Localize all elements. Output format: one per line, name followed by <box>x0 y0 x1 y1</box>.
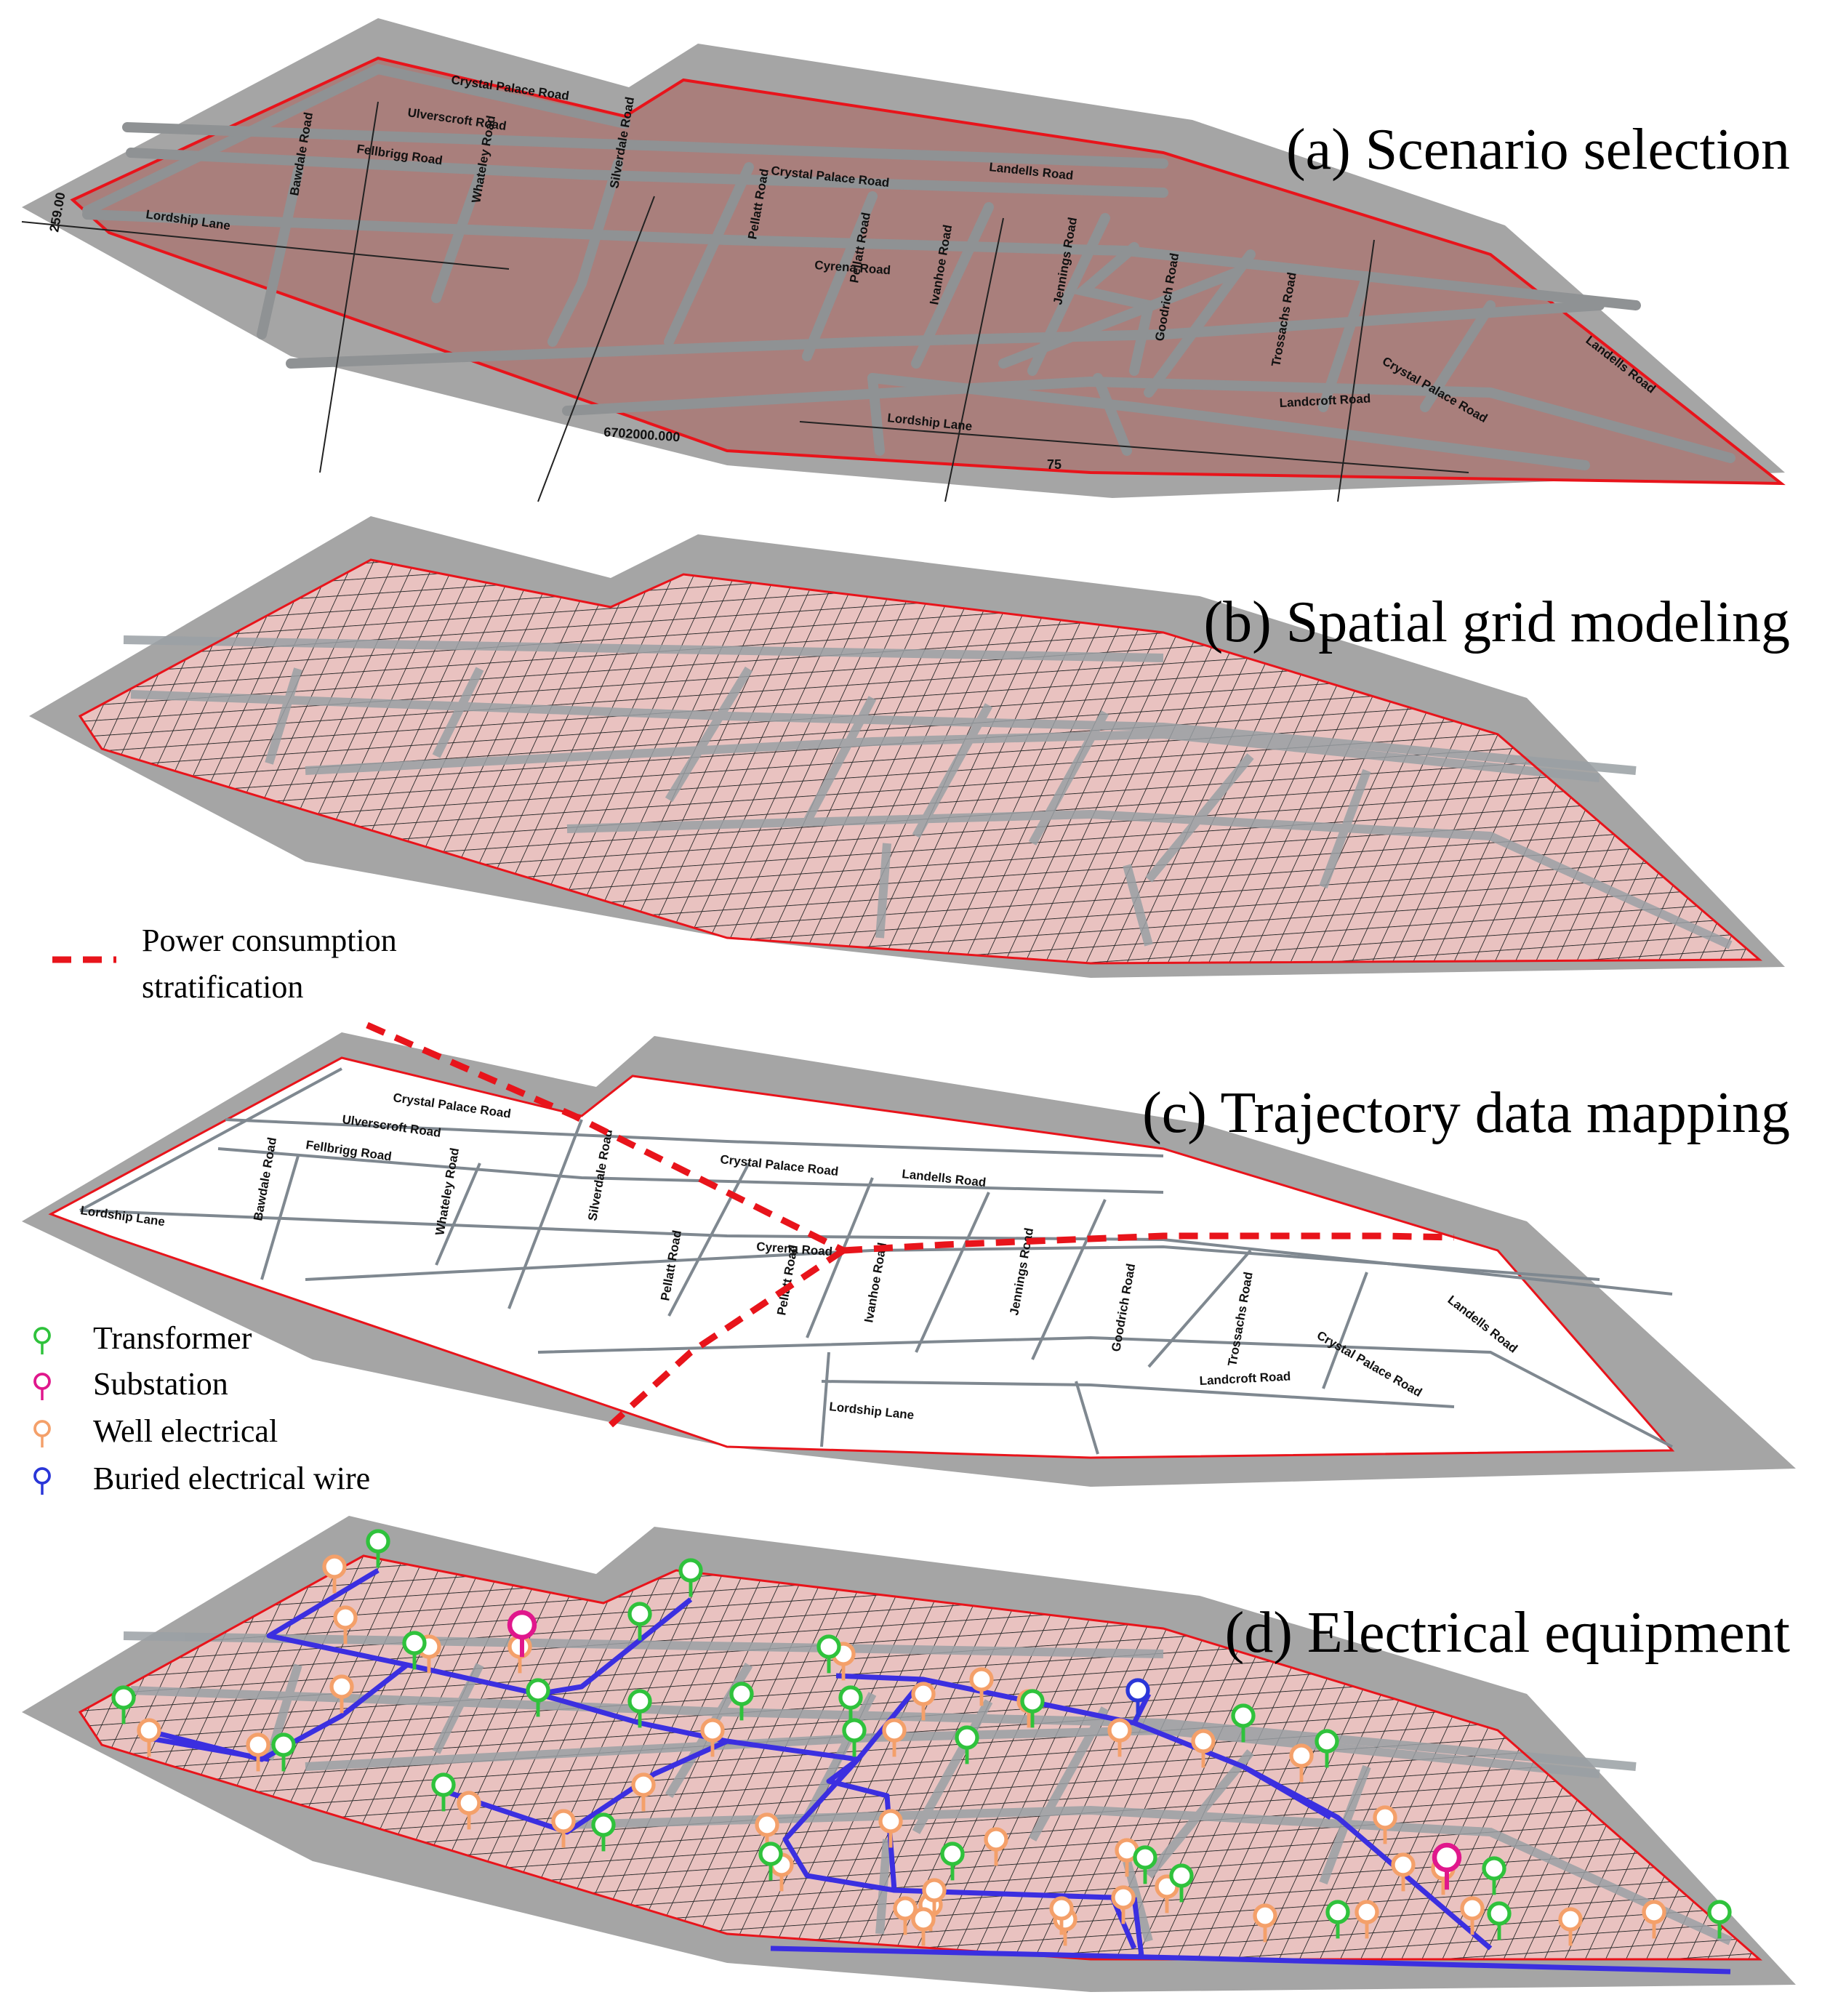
transformer-marker <box>940 1842 965 1881</box>
well-marker <box>893 1896 918 1935</box>
stratification-line-north <box>366 1021 846 1254</box>
transformer-marker <box>838 1685 863 1724</box>
transformer-marker <box>591 1812 616 1852</box>
transformer-marker <box>842 1718 867 1757</box>
well-marker <box>1289 1743 1314 1783</box>
well-marker <box>137 1718 161 1757</box>
stratification-line-south <box>608 1248 846 1428</box>
wire-legend-icon <box>33 1467 51 1495</box>
well-marker <box>1373 1805 1397 1844</box>
coord-tick-bottom: 75 <box>1047 457 1062 472</box>
well-marker <box>1107 1718 1132 1757</box>
transformer-marker <box>1231 1703 1256 1743</box>
transformer-marker <box>366 1529 390 1568</box>
panel-d-boundary <box>78 1554 1762 1961</box>
transformer-marker <box>627 1602 652 1641</box>
transformer-marker <box>627 1689 652 1728</box>
substation-marker <box>507 1610 537 1658</box>
panel-d-title: (d) Electrical equipment <box>1225 1601 1790 1665</box>
well-marker <box>878 1809 903 1848</box>
panel-b-title: (b) Spatial grid modeling <box>1203 590 1790 654</box>
transformer-marker <box>955 1725 979 1764</box>
well-marker <box>631 1772 656 1812</box>
stratification-lines <box>366 1021 1455 1428</box>
panel-c-boundary <box>48 1056 1675 1459</box>
transformer-marker <box>526 1678 550 1717</box>
panel-a: 259.00 6702000.000 75 Crystal Palace Roa… <box>21 18 1790 502</box>
substation-legend-icon <box>33 1373 51 1400</box>
well-marker <box>700 1718 725 1757</box>
transformer-legend-icon <box>33 1327 51 1354</box>
panel-b-boundary <box>78 558 1763 965</box>
stratification-legend: Power consumption stratification <box>52 923 397 1005</box>
substation-marker <box>1432 1842 1462 1890</box>
well-marker <box>882 1718 907 1757</box>
well-marker <box>911 1682 936 1721</box>
panel-a-thin-lines <box>21 101 1469 502</box>
transformer-legend-label: Transformer <box>93 1320 252 1356</box>
panel-c-roads <box>79 1067 1673 1455</box>
well-marker <box>1253 1903 1277 1943</box>
well-marker <box>551 1809 576 1848</box>
panel-d-grid <box>80 1556 1759 1959</box>
transformer-marker <box>271 1732 296 1772</box>
panel-b-roads <box>123 635 1733 949</box>
transformer-marker <box>1315 1729 1339 1768</box>
transformer-marker <box>1020 1689 1045 1728</box>
well-marker <box>1558 1907 1583 1946</box>
panel-a-title: (a) Scenario selection <box>1286 118 1790 182</box>
panel-a-boundary <box>70 56 1786 486</box>
transformer-marker <box>758 1842 783 1881</box>
transformer-marker <box>111 1685 136 1724</box>
transformer-marker <box>431 1772 456 1812</box>
well-marker <box>922 1878 947 1917</box>
stratification-legend-line1: Power consumption <box>142 923 397 958</box>
equipment-markers <box>111 1529 1732 1946</box>
well-marker <box>911 1907 936 1946</box>
panel-a-map <box>73 58 1781 483</box>
stratification-line-east <box>843 1232 1455 1254</box>
transformer-marker <box>1482 1856 1506 1895</box>
wire-marker <box>1125 1678 1150 1717</box>
well-legend-label: Well electrical <box>93 1413 278 1449</box>
transformer-marker <box>729 1682 754 1721</box>
panel-d: (d) Electrical equipment <box>22 1516 1796 1992</box>
stratification-legend-line2: stratification <box>142 969 303 1005</box>
well-marker <box>1111 1885 1136 1924</box>
panel-a-roads <box>82 63 1735 470</box>
panel-d-roads <box>123 1631 1733 1945</box>
transformer-marker <box>1487 1901 1512 1940</box>
well-marker <box>1191 1729 1216 1768</box>
well-marker <box>1355 1900 1379 1939</box>
well-marker <box>1049 1896 1074 1935</box>
panel-c-title: (c) Trajectory data mapping <box>1142 1081 1790 1145</box>
wire-legend-label: Buried electrical wire <box>93 1461 370 1496</box>
well-marker <box>322 1554 347 1594</box>
well-marker <box>329 1674 354 1714</box>
transformer-marker <box>1325 1900 1350 1939</box>
transformer-marker <box>816 1634 841 1674</box>
transformer-marker <box>1133 1845 1157 1884</box>
well-legend-icon <box>33 1420 51 1447</box>
well-marker <box>1642 1900 1666 1939</box>
panel-c-map <box>51 1058 1672 1458</box>
well-marker <box>1460 1896 1485 1935</box>
panel-b: (b) Spatial grid modeling <box>29 516 1790 978</box>
well-marker <box>1391 1852 1416 1892</box>
well-marker <box>333 1605 358 1644</box>
well-marker <box>984 1827 1008 1866</box>
panel-b-grid <box>80 560 1759 963</box>
transformer-marker <box>1707 1900 1732 1939</box>
transformer-marker <box>1169 1863 1194 1903</box>
transformer-marker <box>678 1558 703 1597</box>
well-marker <box>457 1791 481 1830</box>
well-marker <box>246 1732 270 1772</box>
substation-legend-label: Substation <box>93 1366 228 1402</box>
well-marker <box>969 1667 994 1706</box>
transformer-marker <box>402 1631 427 1670</box>
